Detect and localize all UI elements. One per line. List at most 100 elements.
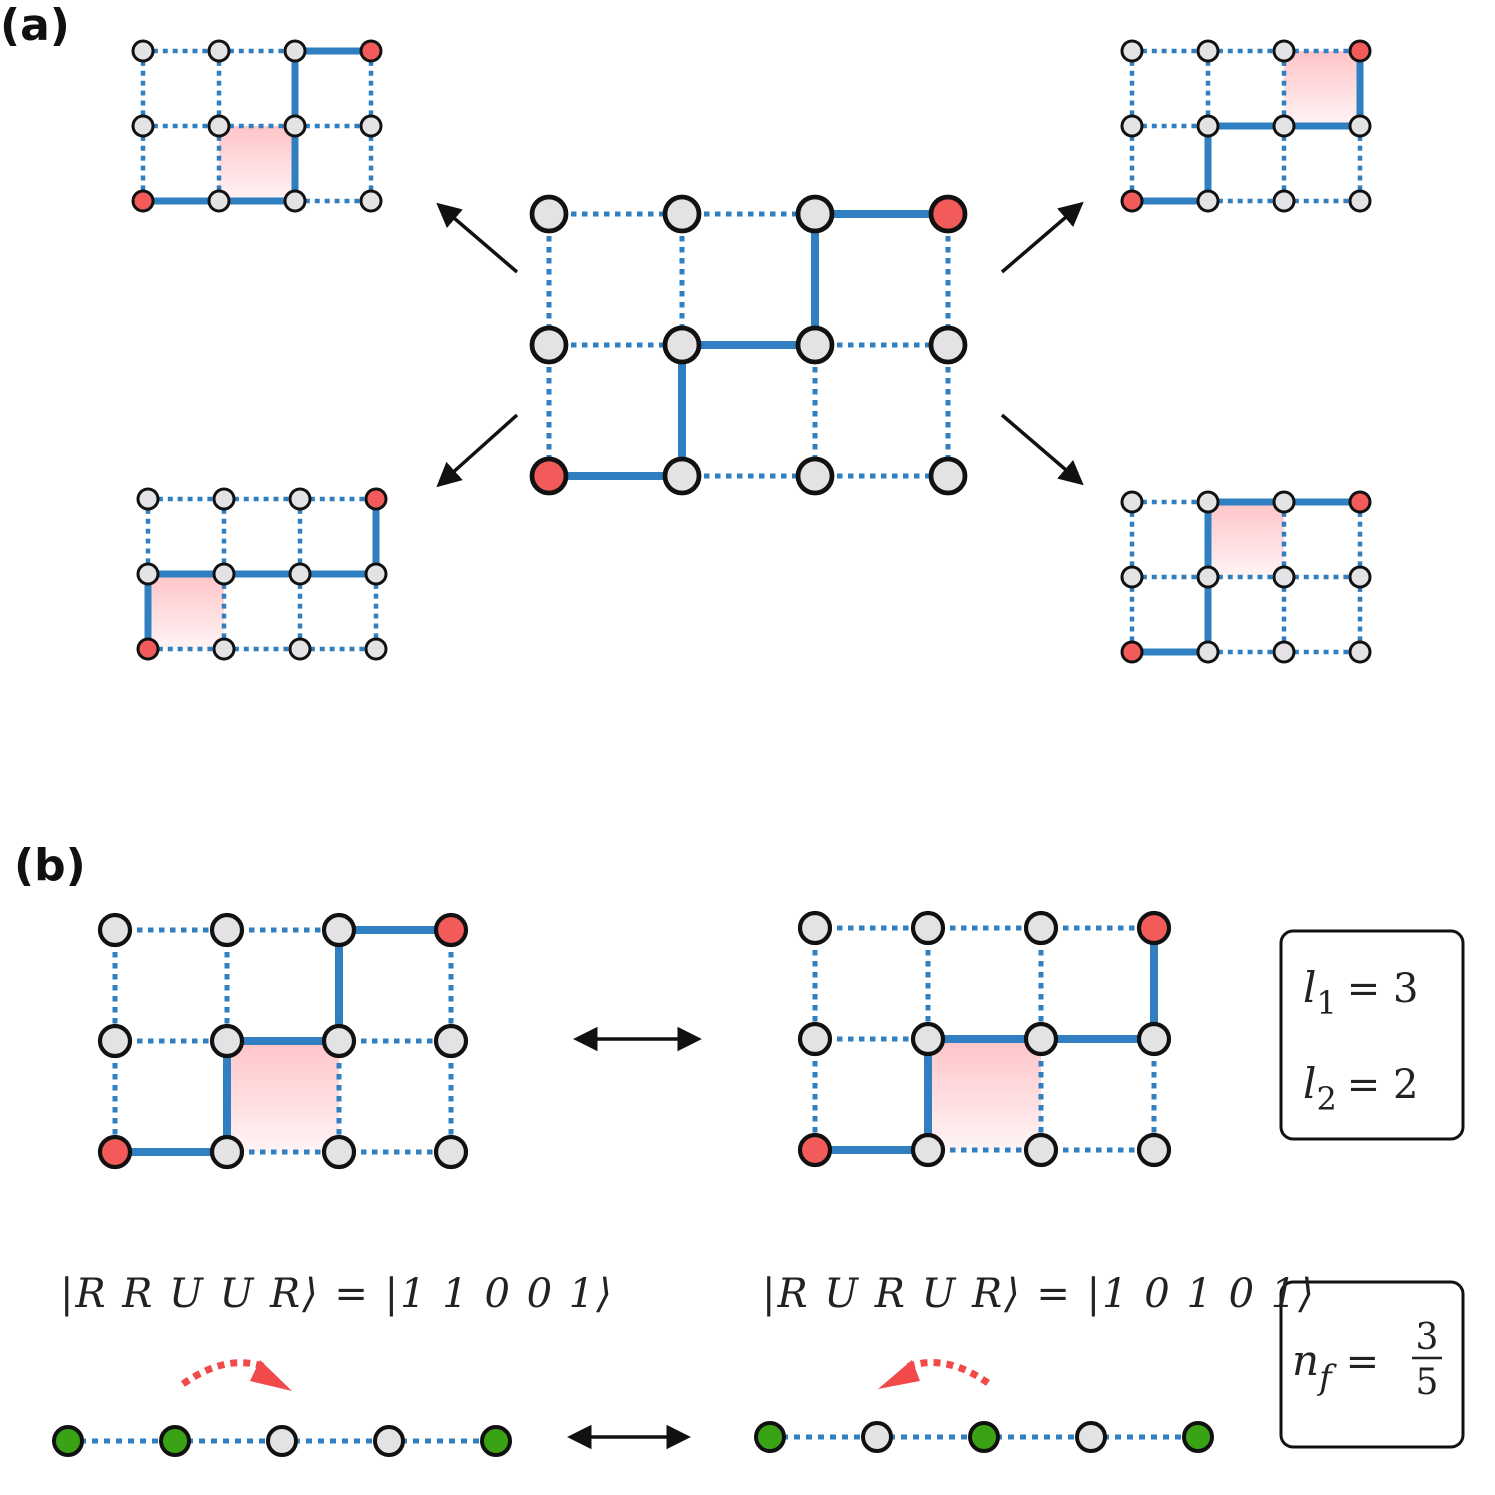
- lattice-node: [207, 39, 231, 63]
- lattice-node: [283, 189, 307, 213]
- end-node: [1120, 189, 1144, 213]
- lattice-node: [359, 189, 383, 213]
- lattice-node: [1196, 565, 1220, 589]
- lattice-node: [1196, 189, 1220, 213]
- flippable-plaquette: [148, 574, 224, 649]
- hop-arrow-right: [180, 1359, 292, 1391]
- arrow-to-bottom-right: [1000, 413, 1084, 486]
- chain-site-occupied: [968, 1421, 1000, 1453]
- chain-site-occupied: [159, 1425, 191, 1457]
- end-node: [1136, 910, 1172, 946]
- lattice-node: [136, 487, 160, 511]
- lattice-node: [288, 562, 312, 586]
- nf-numerator: 3: [1416, 1317, 1439, 1358]
- nf-denominator: 5: [1416, 1362, 1439, 1403]
- lattice-node: [529, 194, 569, 234]
- lattice-node: [283, 39, 307, 63]
- lattice-top-right: [1120, 39, 1372, 213]
- lattice-node: [209, 1134, 245, 1170]
- lattice-node: [1023, 1132, 1059, 1168]
- chain-site-empty: [1075, 1421, 1107, 1453]
- lattice-node: [364, 637, 388, 661]
- lattice-node: [662, 325, 702, 365]
- lattice-node: [797, 1021, 833, 1057]
- filling-box: [1279, 1280, 1465, 1449]
- lattice-node: [321, 1023, 357, 1059]
- lattice-node: [1196, 640, 1220, 664]
- flippable-plaquette: [928, 1039, 1041, 1150]
- lattice-node: [288, 487, 312, 511]
- lattice-bottom-left: [136, 487, 388, 661]
- lattice-node: [1272, 114, 1296, 138]
- lattice-node: [910, 910, 946, 946]
- lattice-bottom-right: [1120, 490, 1372, 664]
- lattice-node: [1120, 565, 1144, 589]
- lattice-node: [288, 637, 312, 661]
- lattice-node: [207, 189, 231, 213]
- lattice-node: [1136, 1021, 1172, 1057]
- flippable-plaquette: [227, 1041, 339, 1152]
- lattice-node: [209, 1023, 245, 1059]
- lattice-node: [1023, 910, 1059, 946]
- end-node: [364, 487, 388, 511]
- lattice-node: [212, 487, 236, 511]
- end-node: [1120, 640, 1144, 664]
- flippable-plaquette: [1284, 51, 1360, 126]
- lattice-node: [97, 1023, 133, 1059]
- equation-l1: l1= 3: [1303, 963, 1418, 1022]
- flippable-plaquette: [1208, 502, 1284, 577]
- lattice-node: [1348, 189, 1372, 213]
- lattice-node: [910, 1021, 946, 1057]
- lattice-node: [321, 1134, 357, 1170]
- flippable-plaquette: [219, 126, 295, 201]
- hop-arrow-left: [878, 1359, 991, 1389]
- lattice-node: [433, 1134, 469, 1170]
- lattice-node: [910, 1132, 946, 1168]
- lattice-b-left: [97, 912, 469, 1170]
- lattice-node: [1272, 565, 1296, 589]
- lattice-node: [1023, 1021, 1059, 1057]
- chain-right: [754, 1421, 1214, 1453]
- panel-label-a: (a): [0, 0, 70, 51]
- arrow-to-bottom-left: [436, 413, 519, 488]
- equation-nf: nf= 3 5: [1292, 1317, 1442, 1403]
- chain-site-empty: [266, 1425, 298, 1457]
- end-node: [1348, 490, 1372, 514]
- lattice-node: [97, 912, 133, 948]
- lattice-node: [1348, 114, 1372, 138]
- lattice-node: [131, 39, 155, 63]
- lattice-node: [1272, 490, 1296, 514]
- lattice-node: [321, 912, 357, 948]
- chain-site-empty: [373, 1425, 405, 1457]
- lattice-node: [795, 456, 835, 496]
- ket-left: |R R U U R⟩ = |1 1 0 0 1⟩: [60, 1271, 614, 1317]
- chain-site-occupied: [1182, 1421, 1214, 1453]
- end-node: [359, 39, 383, 63]
- lattice-node: [212, 562, 236, 586]
- end-node: [131, 189, 155, 213]
- lattice-node: [1196, 490, 1220, 514]
- chain-left: [52, 1425, 512, 1457]
- lattice-node: [795, 325, 835, 365]
- end-node: [1348, 39, 1372, 63]
- lattice-node: [928, 325, 968, 365]
- chain-site-occupied: [52, 1425, 84, 1457]
- lattice-node: [209, 912, 245, 948]
- lattice-node: [1272, 39, 1296, 63]
- lattice-node: [1272, 640, 1296, 664]
- lattice-top-left: [131, 39, 383, 213]
- lattice-node: [359, 114, 383, 138]
- arrow-to-top-right: [1000, 201, 1084, 274]
- lattice-node: [1348, 565, 1372, 589]
- lattice-node: [1120, 39, 1144, 63]
- lattice-node: [212, 637, 236, 661]
- arrow-to-top-left: [436, 202, 519, 274]
- lattice-node: [529, 325, 569, 365]
- lattice-node: [207, 114, 231, 138]
- lattice-node: [1120, 490, 1144, 514]
- lattice-node: [795, 194, 835, 234]
- lattice-node: [662, 194, 702, 234]
- chain-site-empty: [861, 1421, 893, 1453]
- ket-right: |R U R U R⟩ = |1 0 1 0 1⟩: [762, 1271, 1316, 1317]
